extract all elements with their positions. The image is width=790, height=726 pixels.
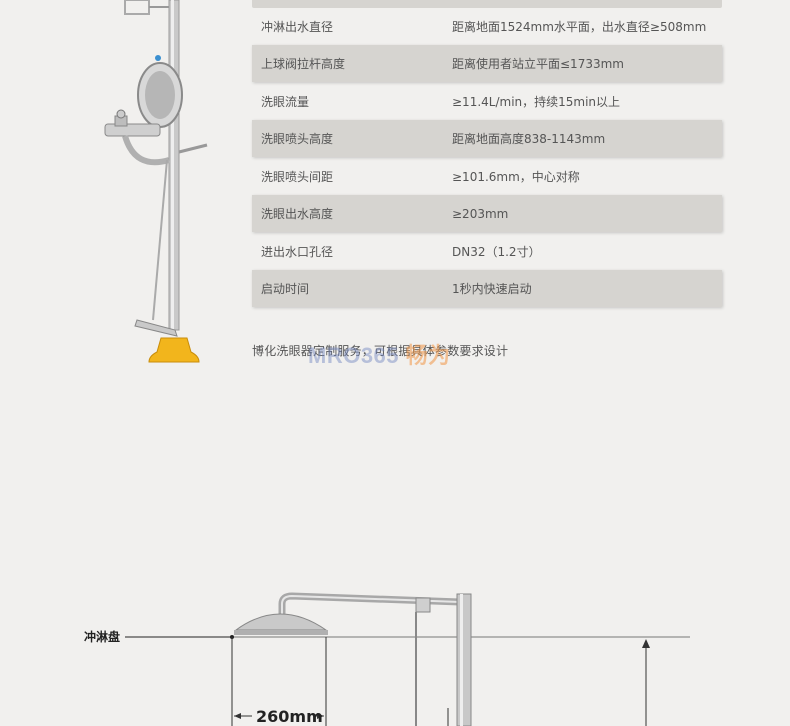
spec-label: 冲淋出水直径 [261,20,334,34]
spec-label: 进出水口孔径 [261,245,334,259]
table-row: 启动时间 1秒内快速启动 [252,270,722,307]
spec-value: 1秒内快速启动 [452,282,532,296]
width-dimension-label: 260mm [256,707,323,726]
spec-label: 洗眼喷头高度 [261,132,334,146]
watermark-logo: MRO365 畅为 [308,338,451,370]
spec-label: 洗眼流量 [261,95,310,109]
valve-handle [415,597,431,613]
vertical-pipe [456,593,472,726]
table-row: 洗眼出水高度 ≥203mm [252,195,722,232]
spec-value: 距离地面高度838-1143mm [452,132,606,146]
shower-label: 冲淋盘 [84,629,120,644]
spec-label: 洗眼喷头间距 [261,170,334,184]
spec-value: ≥101.6mm，中心对称 [452,170,580,184]
spec-value: ≥203mm [452,206,509,221]
table-row: 洗眼喷头高度 距离地面高度838-1143mm [252,120,722,157]
table-row: 冲淋出水直径 距离地面1524mm水平面，出水直径≥508mm [252,8,722,45]
eyewash-product-image [104,0,208,363]
watermark-brand: MRO365 [308,343,400,368]
spec-table: 冲淋出水直径 距离地面1524mm水平面，出水直径≥508mm 上球阀拉杆高度 … [252,0,722,307]
spec-label: 上球阀拉杆高度 [261,57,346,71]
spec-value: 距离使用者站立平面≤1733mm [452,57,624,71]
table-top-edge [252,0,722,8]
spec-label: 启动时间 [261,282,310,296]
watermark-brand-cn: 畅为 [405,343,451,368]
table-row: 洗眼喷头间距 ≥101.6mm，中心对称 [252,158,722,195]
spec-value: DN32（1.2寸） [452,245,541,259]
spec-value: ≥11.4L/min，持续15min以上 [452,95,621,109]
dimension-drawing: 冲淋盘 260mm [84,592,690,726]
table-row: 进出水口孔径 DN32（1.2寸） [252,233,722,270]
spec-value: 距离地面1524mm水平面，出水直径≥508mm [452,20,707,34]
shower-head [234,613,328,631]
table-row: 上球阀拉杆高度 距离使用者站立平面≤1733mm [252,45,722,82]
table-row: 洗眼流量 ≥11.4L/min，持续15min以上 [252,83,722,120]
spec-label: 洗眼出水高度 [261,207,334,221]
customization-note: 博化洗眼器定制服务，可根据具体参数要求设计 [252,344,509,358]
